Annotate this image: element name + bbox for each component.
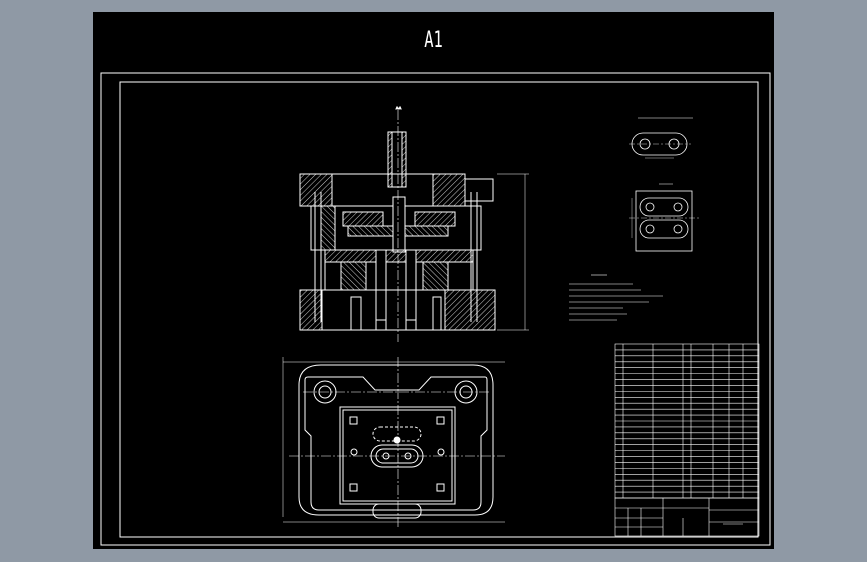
cad-drawing[interactable]: A-A [93, 12, 774, 549]
outer-border [100, 72, 771, 546]
plan-view [282, 357, 505, 527]
inner-border [119, 81, 759, 538]
section-view: A-A [299, 106, 529, 342]
strip-layout [629, 183, 699, 252]
part-detail [629, 117, 693, 159]
technical-notes [569, 274, 663, 321]
sheet-size-label: A1 [424, 28, 443, 53]
bill-of-materials [614, 343, 760, 499]
section-label: A-A [396, 106, 402, 110]
drawing-viewport[interactable]: A1 A-A [93, 12, 774, 549]
title-block [614, 497, 760, 537]
